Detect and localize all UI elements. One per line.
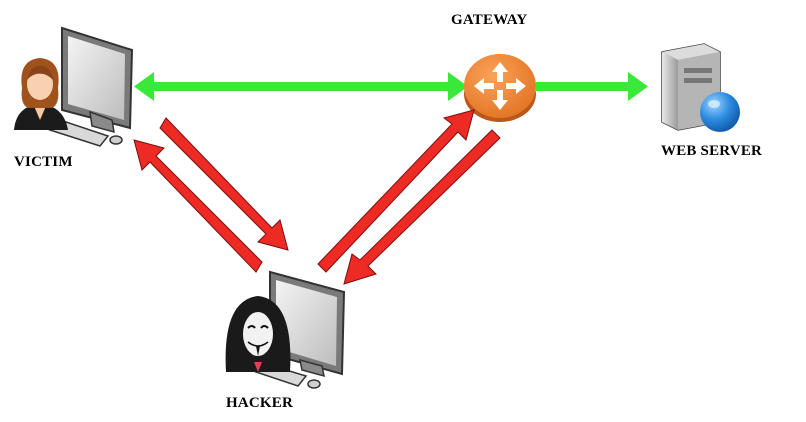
server-node bbox=[661, 43, 740, 132]
victim-node bbox=[14, 26, 134, 147]
gateway-node bbox=[464, 54, 536, 122]
woman-user-icon bbox=[14, 58, 68, 130]
hacker-label: HACKER bbox=[226, 395, 294, 411]
arrow-victim-to-hacker bbox=[159, 117, 289, 251]
web-server-label: WEB SERVER bbox=[661, 143, 763, 159]
victim-computer-icon bbox=[48, 26, 134, 147]
arrow-hacker-to-gateway bbox=[317, 109, 475, 273]
victim-label: VICTIM bbox=[14, 154, 73, 170]
hacker-node bbox=[225, 270, 346, 389]
arrow-gateway-server bbox=[536, 72, 648, 101]
arrow-victim-gateway bbox=[134, 72, 468, 101]
globe-icon bbox=[700, 92, 740, 132]
router-icon bbox=[464, 54, 536, 122]
arrow-hacker-to-victim bbox=[133, 139, 263, 273]
gateway-label: GATEWAY bbox=[451, 12, 528, 28]
masked-hacker-icon bbox=[225, 296, 291, 372]
arrow-gateway-to-hacker bbox=[343, 129, 501, 285]
